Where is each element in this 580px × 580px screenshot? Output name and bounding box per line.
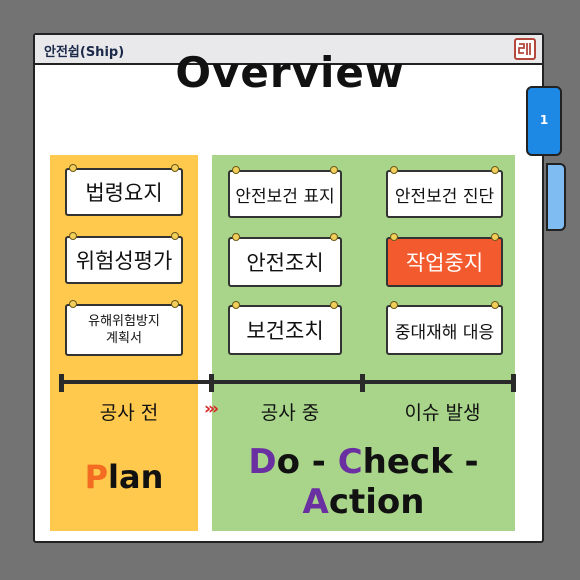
do-check-label: Do - Check - — [248, 442, 479, 482]
logo-icon — [514, 38, 536, 60]
arrow-icon: ››› — [204, 399, 219, 419]
sign-health-measures[interactable]: 보건조치 — [228, 301, 342, 355]
phase-during-construction: 공사 중 — [260, 402, 320, 424]
sign-safety-health-diagnosis[interactable]: 안전보건 진단 — [386, 166, 503, 218]
plan-label: Plan — [84, 458, 164, 496]
tab-1-label: 1 — [539, 113, 549, 127]
timeline-line — [60, 380, 516, 384]
phase-issue-occurrence: 이슈 발생 — [404, 402, 481, 424]
sign-serious-accident-response[interactable]: 중대재해 대응 — [386, 301, 503, 355]
sign-work-stop[interactable]: 작업중지 — [386, 233, 503, 287]
timeline-tick — [209, 374, 214, 392]
tab-2[interactable] — [546, 163, 566, 231]
sign-safety-measures[interactable]: 안전조치 — [228, 233, 342, 287]
timeline-tick — [511, 374, 516, 392]
sign-legal-summary[interactable]: 법령요지 — [65, 164, 183, 216]
sign-risk-assessment[interactable]: 위험성평가 — [65, 232, 183, 284]
timeline-tick — [360, 374, 365, 392]
tab-1[interactable]: 1 — [526, 86, 562, 156]
sign-hazard-prevention-plan[interactable]: 유해위험방지 계획서 — [65, 300, 183, 356]
action-label: Action — [302, 482, 425, 522]
phase-before-construction: 공사 전 — [99, 402, 159, 424]
timeline-tick — [59, 374, 64, 392]
page-heading: Overview — [175, 48, 405, 97]
window-title: 안전쉽(Ship) — [44, 45, 125, 60]
title-bar: 안전쉽(Ship) — [35, 35, 542, 65]
sign-safety-health-signs[interactable]: 안전보건 표지 — [228, 166, 342, 218]
